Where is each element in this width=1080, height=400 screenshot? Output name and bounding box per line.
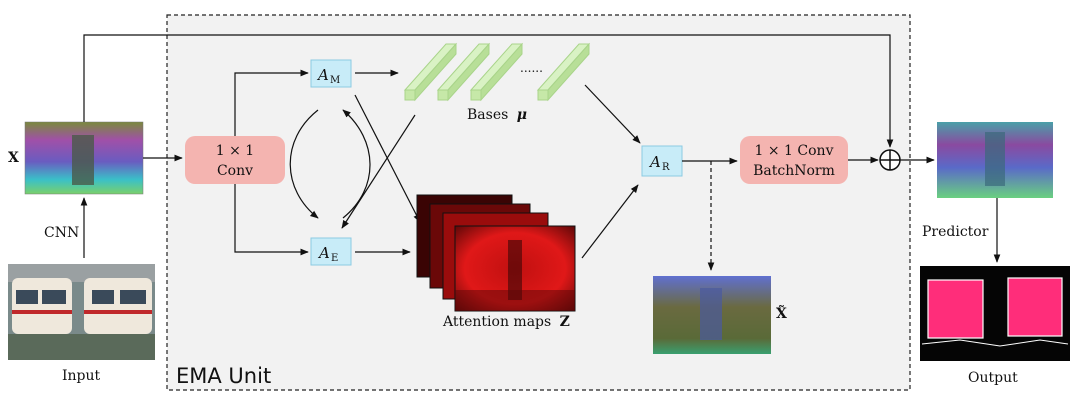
bases-dots: ...... — [520, 61, 543, 75]
predictor-label: Predictor — [922, 224, 989, 240]
conv-bn-line2: BatchNorm — [753, 163, 835, 179]
attention-symbol: Z — [560, 314, 570, 330]
base-cuboid — [403, 42, 458, 102]
base-cuboid — [536, 42, 591, 102]
input-feature-map — [24, 121, 144, 195]
a-e-main: A — [317, 244, 330, 262]
a-m-main: A — [316, 66, 329, 84]
ema-unit-label: EMA Unit — [176, 364, 271, 388]
sum-operator-icon — [879, 149, 901, 171]
bases-cuboids — [403, 42, 591, 102]
conv-bn-line1: 1 × 1 Conv — [755, 143, 834, 159]
attention-label: Attention maps Z — [442, 314, 570, 330]
x-label: X — [8, 150, 19, 166]
a-r-block: A R — [641, 145, 683, 177]
attention-text: Attention maps — [442, 314, 551, 330]
conv-line1: 1 × 1 — [216, 143, 254, 159]
output-feature-map — [937, 122, 1053, 198]
bases-text: Bases — [467, 107, 508, 123]
a-r-main: A — [648, 153, 661, 171]
conv-bn-block: 1 × 1 Conv BatchNorm — [740, 136, 848, 184]
attention-maps — [416, 194, 576, 312]
cnn-label: CNN — [44, 225, 79, 241]
base-cuboid — [469, 42, 524, 102]
input-label: Input — [62, 368, 101, 384]
bases-label: Bases μ — [467, 107, 527, 123]
output-segmentation-image — [920, 266, 1070, 361]
conv-line2: Conv — [217, 163, 253, 179]
a-e-sub: E — [331, 253, 338, 264]
recon-symbol: X̃ — [776, 304, 787, 322]
base-cuboid — [436, 42, 491, 102]
reconstructed-feature-map — [653, 276, 771, 354]
a-r-sub: R — [662, 162, 670, 173]
a-m-sub: M — [330, 75, 340, 86]
input-image — [8, 264, 155, 360]
bases-symbol: μ — [517, 107, 527, 123]
a-m-block: A M — [310, 59, 352, 88]
ema-unit-region: EMA Unit — [166, 14, 911, 391]
output-label: Output — [968, 370, 1018, 386]
conv-block: 1 × 1 Conv — [185, 136, 285, 184]
a-e-block: A E — [310, 237, 352, 266]
